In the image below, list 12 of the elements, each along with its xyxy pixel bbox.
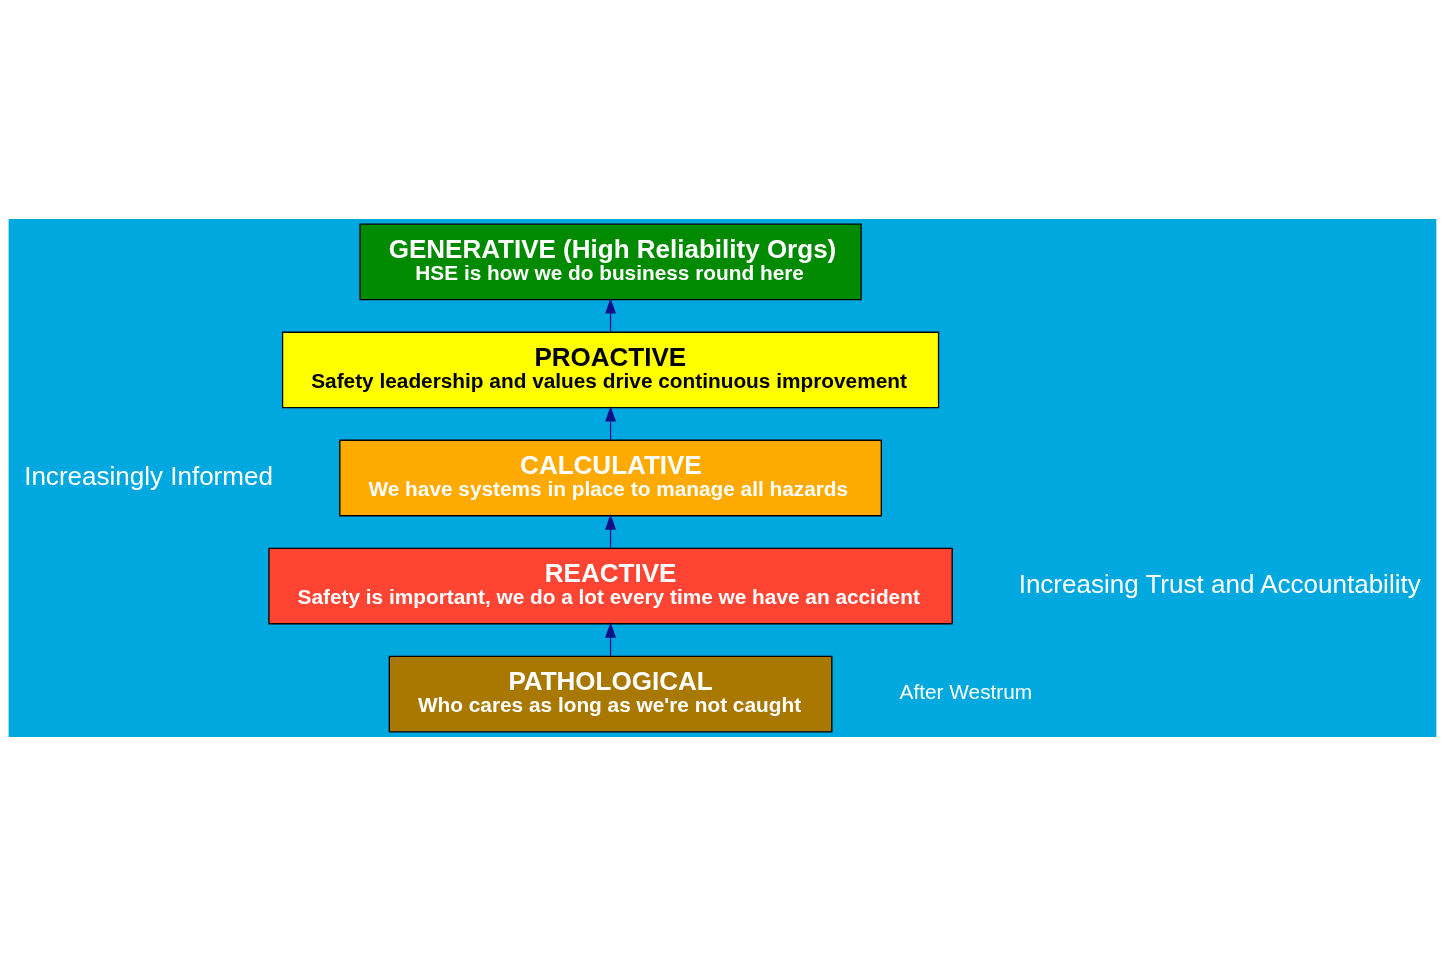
node-box: GENERATIVE (High Reliability Orgs) HSE is how we do business round here	[359, 223, 862, 300]
label: Increasingly Informed	[24, 460, 273, 491]
arrow	[605, 513, 617, 548]
node-box: REACTIVE Safety is important, we do a lot every time we have an accident	[268, 547, 953, 624]
arrow	[605, 621, 617, 657]
node-box: PATHOLOGICAL Who cares as long as we're not caught	[388, 655, 833, 732]
label: Increasing Trust and Accountability	[1018, 568, 1421, 599]
label: After Westrum	[899, 679, 1033, 703]
arrow	[605, 405, 617, 440]
node-box: PROACTIVE Safety leadership and values drive continuous improvement	[281, 331, 940, 408]
node-box: CALCULATIVE We have systems in place to manage all hazards	[339, 439, 882, 516]
arrow	[605, 297, 617, 332]
